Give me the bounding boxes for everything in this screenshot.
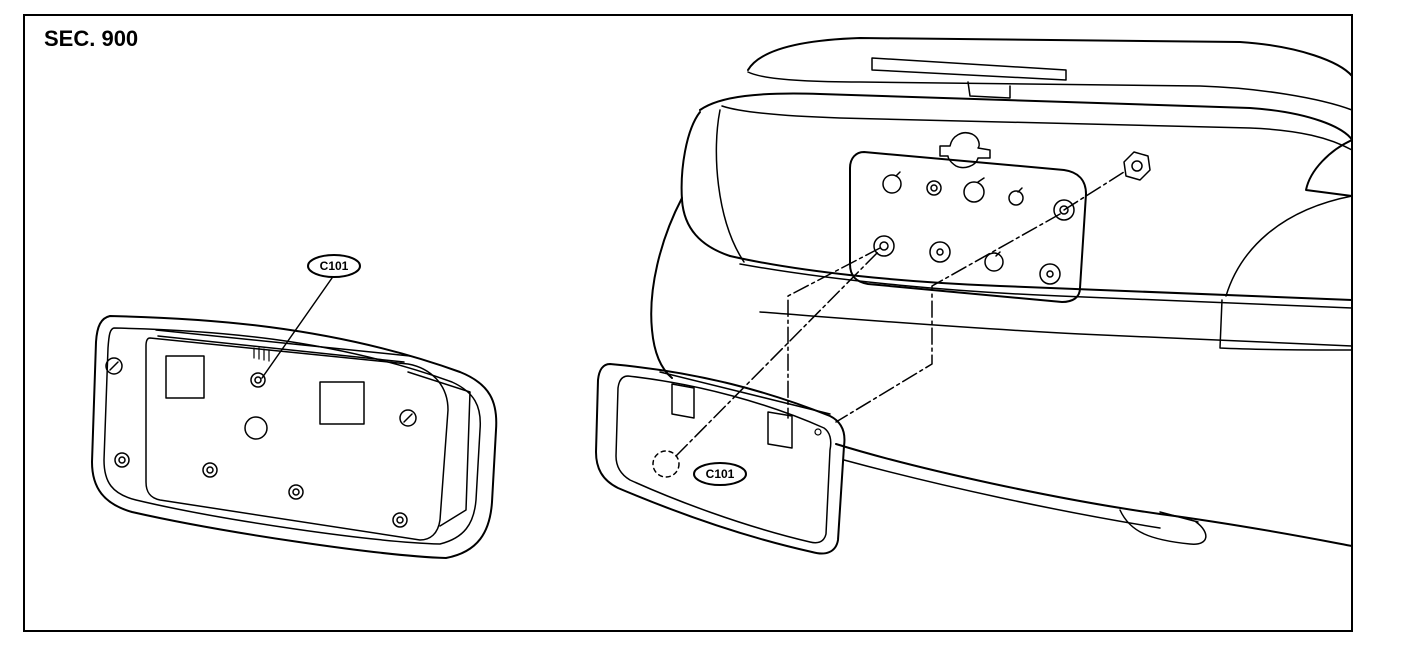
license-lamp-finisher-installed (595, 363, 846, 555)
right-quarter-panel (1219, 299, 1353, 351)
bumper-recess-lip (1159, 511, 1199, 523)
license-plate-recess (849, 151, 1087, 303)
finisher-inner (615, 375, 832, 544)
connector-teeth (253, 347, 270, 362)
clip-square-right (319, 381, 365, 425)
finisher-hole (244, 416, 268, 440)
emblem-icon (939, 132, 991, 169)
connector-callout-left (307, 254, 361, 278)
callout-leader-left (261, 277, 333, 379)
diagram-frame (23, 14, 1353, 632)
finisher-top-ridge (155, 329, 411, 363)
finisher-back-plate (145, 337, 449, 541)
right-tail-lamp (1305, 139, 1353, 197)
rear-bumper-top (759, 311, 1353, 347)
clip-square-left (165, 355, 205, 399)
stud-icon (114, 372, 408, 528)
lamp-tab (967, 81, 1011, 99)
connector-callout-right (693, 462, 747, 486)
finisher-outer (595, 363, 846, 555)
trunk-panel-inner (721, 105, 1353, 151)
nut-icon (1123, 151, 1151, 181)
high-mount-stop-lamp (871, 57, 1067, 81)
finisher-inner-rim (103, 327, 482, 545)
hidden-connector (652, 450, 680, 478)
finisher-side-wall (407, 371, 471, 527)
left-body-side (650, 197, 683, 379)
clip-tab-right (767, 411, 793, 449)
finisher-housing-outline (91, 315, 498, 559)
callout-label-left: C101 (320, 259, 349, 273)
mounting-hole-icon (873, 171, 1075, 285)
left-tail-lamp-inner (715, 109, 745, 263)
left-tail-lamp (680, 111, 731, 257)
license-lamp-finisher-detail (91, 277, 498, 559)
trunk-lower-edge-2 (739, 263, 1353, 309)
finisher-top-lip (659, 371, 831, 415)
callout-label-right: C101 (706, 467, 735, 481)
bumper-recess (1119, 509, 1207, 545)
section-label: SEC. 900 (44, 26, 139, 51)
clip-tab-left (671, 383, 695, 419)
rear-bumper-face (835, 443, 1353, 547)
rear-bumper-lower (843, 459, 1161, 529)
trunk-lid-outline (747, 37, 1353, 77)
right-quarter-curve (1225, 195, 1353, 297)
trunk-panel-top (699, 92, 1353, 141)
finisher-pin (814, 428, 822, 436)
vehicle-rear-body (650, 37, 1353, 547)
assembly-guide-lines (675, 171, 1125, 457)
trunk-lower-edge (729, 255, 1353, 301)
screw-icon (105, 357, 417, 427)
trunk-lid-edge (747, 71, 1353, 111)
